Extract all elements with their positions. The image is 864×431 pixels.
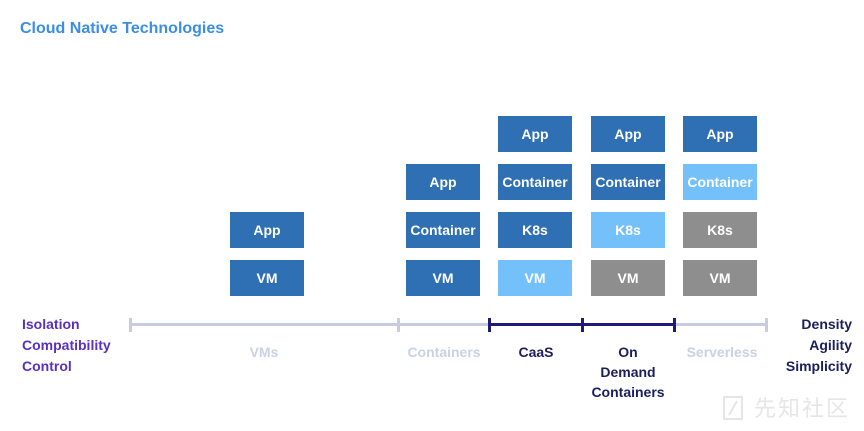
stack-caas-vm-box: VM [498, 260, 572, 296]
stack-containers-vm-box: VM [406, 260, 480, 296]
axis-tick [397, 318, 400, 332]
right-labels: Density Agility Simplicity [786, 314, 852, 377]
watermark-text: 先知社区 [753, 397, 850, 422]
stack-caas-k8s-box: K8s [498, 212, 572, 248]
right-label-density: Density [801, 316, 852, 332]
stack-serverless-app-box: App [683, 116, 757, 152]
category-label-line: Containers [591, 384, 665, 400]
stack-odc-app-box: App [591, 116, 665, 152]
category-label-serverless: Serverless [686, 344, 758, 360]
stack-vms-vm-box: VM [230, 260, 304, 296]
stack-serverless-k8s-box: K8s [683, 212, 757, 248]
category-label-containers: Containers [407, 344, 481, 360]
stack-containers-app-box: App [406, 164, 480, 200]
watermark-logo-icon [723, 396, 743, 420]
stack-caas-app-box: App [498, 116, 572, 152]
axis-tick [488, 318, 491, 332]
stack-containers-container-box: Container [406, 212, 480, 248]
stack-vms-app-box: App [230, 212, 304, 248]
stack-odc-vm-box: VM [591, 260, 665, 296]
stack-odc-k8s-box: K8s [591, 212, 665, 248]
category-label-line: On [618, 344, 638, 360]
diagram-title: Cloud Native Technologies [20, 20, 225, 37]
stack-serverless-vm-box: VM [683, 260, 757, 296]
stack-odc-container-box: Container [591, 164, 665, 200]
stack-caas-container-box: Container [498, 164, 572, 200]
axis-tick [581, 318, 584, 332]
axis-segment-light-right [676, 323, 768, 326]
right-label-agility: Agility [809, 337, 852, 353]
category-label-line: Demand [600, 364, 656, 380]
category-label-vms: VMs [249, 344, 279, 360]
category-label-on-demand-containers: On Demand Containers [578, 342, 678, 402]
axis-segment-light-left [130, 323, 490, 326]
left-label-compatibility: Compatibility [22, 337, 111, 353]
right-label-simplicity: Simplicity [785, 358, 852, 374]
left-label-control: Control [22, 358, 72, 374]
category-label-caas: CaaS [518, 344, 554, 360]
left-label-isolation: Isolation [22, 316, 80, 332]
stack-serverless-container-box: Container [683, 164, 757, 200]
axis-tick [765, 318, 768, 332]
axis-tick [129, 318, 132, 332]
axis-tick [673, 318, 676, 332]
left-labels: Isolation Compatibility Control [22, 314, 111, 377]
